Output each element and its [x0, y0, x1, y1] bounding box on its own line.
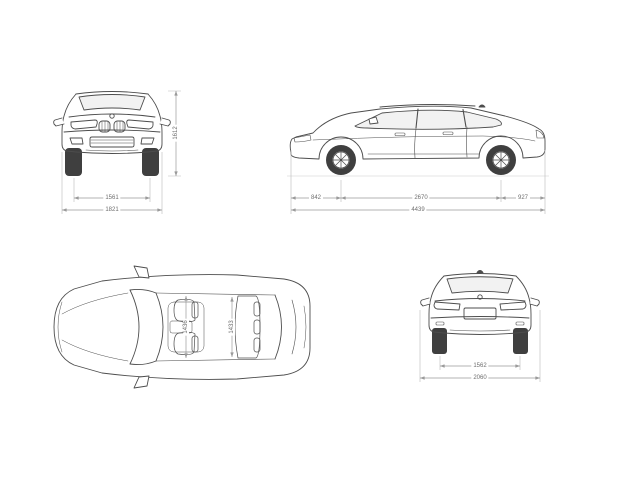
windshield — [78, 94, 146, 111]
side-view-drawing — [287, 103, 549, 177]
dim-label-front-overhang: 842 — [308, 195, 324, 201]
top-left-mirror — [133, 265, 150, 279]
brand-badge-icon — [477, 294, 483, 300]
dim-label-rear-overhang: 927 — [515, 195, 531, 201]
rear-view-drawing — [420, 270, 540, 354]
center-console — [169, 320, 193, 334]
rear-window-top — [274, 294, 282, 360]
windshield-base — [129, 289, 140, 365]
kidney-grille-right — [113, 120, 126, 133]
dimension-lines — [62, 91, 545, 380]
brand-badge-icon — [109, 113, 115, 119]
dim-label-width-incl-mirrors: 2060 — [471, 375, 489, 381]
top-right-mirror — [133, 375, 150, 389]
dim-label-rear-track: 1562 — [471, 363, 489, 369]
roof-rail — [379, 103, 476, 108]
dim-label-front-track: 1561 — [103, 195, 121, 201]
rear-body — [420, 270, 540, 335]
rear-bench — [234, 295, 261, 359]
extension-lines — [61, 90, 546, 382]
front-body — [53, 91, 171, 154]
top-body — [53, 265, 311, 389]
antenna-fin — [476, 270, 484, 273]
side-wheels — [326, 145, 516, 175]
antenna-fin — [478, 104, 486, 108]
dim-label-rear-interior-width: 1433 — [229, 318, 235, 336]
dim-label-wheelbase: 2670 — [412, 195, 430, 201]
right-mirror — [159, 117, 171, 127]
dim-label-front-interior-width: 1436 — [183, 318, 189, 336]
left-mirror — [53, 117, 65, 127]
right-headlight — [126, 119, 154, 130]
dim-label-front-width: 1821 — [103, 207, 121, 213]
top-view-drawing — [53, 265, 311, 389]
front-view-drawing — [53, 91, 171, 176]
side-mirror — [368, 116, 379, 125]
front-wheels — [65, 148, 159, 176]
left-taillight — [433, 301, 461, 311]
rear-window — [446, 276, 514, 294]
rear-wheels — [432, 328, 528, 354]
right-taillight — [499, 301, 527, 311]
kidney-grille-left — [98, 120, 111, 133]
license-plate-recess — [463, 307, 497, 320]
rear-right-mirror — [529, 297, 540, 307]
rear-left-mirror — [420, 297, 431, 307]
left-headlight — [70, 119, 98, 130]
dim-label-front-height: 1612 — [173, 124, 179, 142]
dim-label-overall-length: 4439 — [409, 207, 427, 213]
side-glass — [354, 109, 502, 130]
side-body — [289, 103, 546, 160]
